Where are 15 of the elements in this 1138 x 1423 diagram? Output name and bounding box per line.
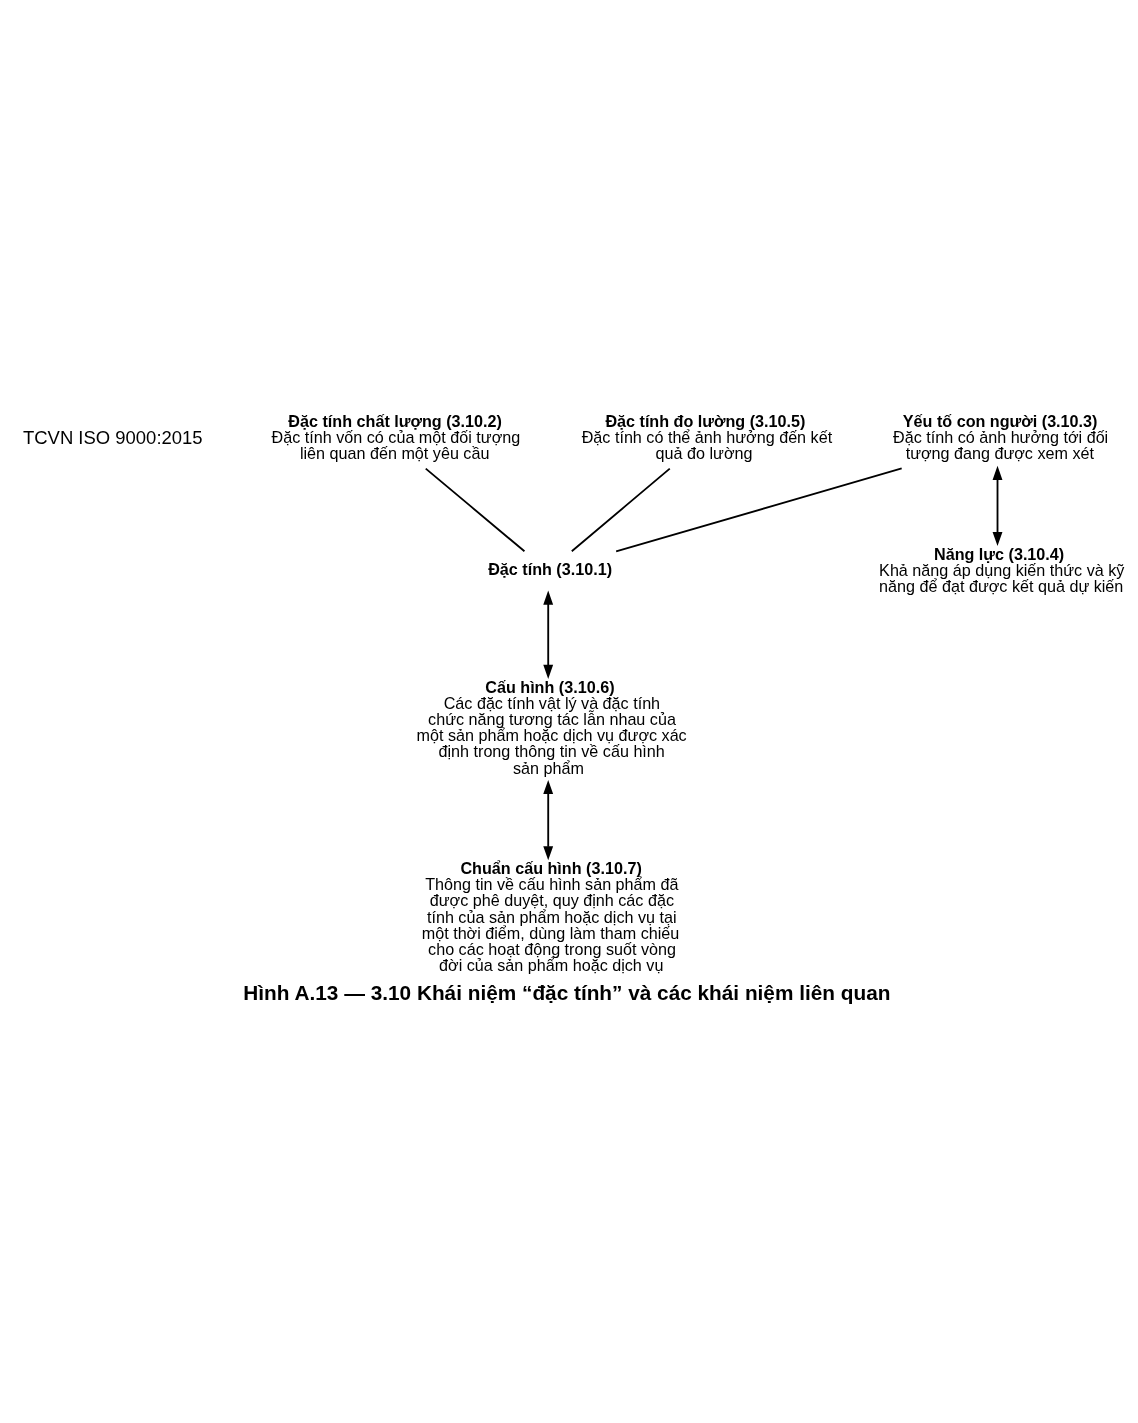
caption: Hình A.13 — 3.10 Khái niệm “đặc tính” và các khái niệm liên quan xyxy=(243,981,891,1005)
node-text: Năng lực (3.10.4) Khả năng áp dụng kiến thức và kỹ năng để đạt được kết quả dự kiến xyxy=(879,544,1125,596)
node-text: Yếu tố con người (3.10.3) Đặc tính có ảnh hưởng tới đối tượng đang được xem xét xyxy=(892,412,1109,463)
node-text: Đặc tính (3.10.1) xyxy=(488,560,613,579)
connector xyxy=(615,467,903,553)
node-text: Đặc tính đo lường (3.10.5) Đặc tính có thể ảnh hưởng đến kết quả đo lường xyxy=(581,412,833,463)
connector xyxy=(570,467,671,553)
connector xyxy=(424,467,526,553)
arrow xyxy=(543,779,554,861)
node-text: Cấu hình (3.10.6) Các đặc tính vật lý và đặc tính chức năng tương tác lẫn nhau của một sản phẩm hoặc dịch vụ được xác định trong thông tin về cấu hình sản phẩm xyxy=(416,677,687,777)
node-text: Đặc tính chất lượng (3.10.2) Đặc tính vốn có của một đối tượng liên quan đến một yêu cầu xyxy=(271,412,521,463)
node-text: Chuẩn cấu hình (3.10.7) Thông tin về cấu hình sản phẩm đã được phê duyệt, quy định các đặc tính của sản phẩm hoặc dịch vụ tại một thời điểm, dùng làm tham chiếu cho các hoạt động trong suốt vòng đời của sản phẩm hoặc dịch vụ xyxy=(421,859,680,975)
label: TCVN ISO 9000:2015 xyxy=(22,426,203,448)
arrow xyxy=(992,465,1003,547)
arrow xyxy=(543,590,554,679)
